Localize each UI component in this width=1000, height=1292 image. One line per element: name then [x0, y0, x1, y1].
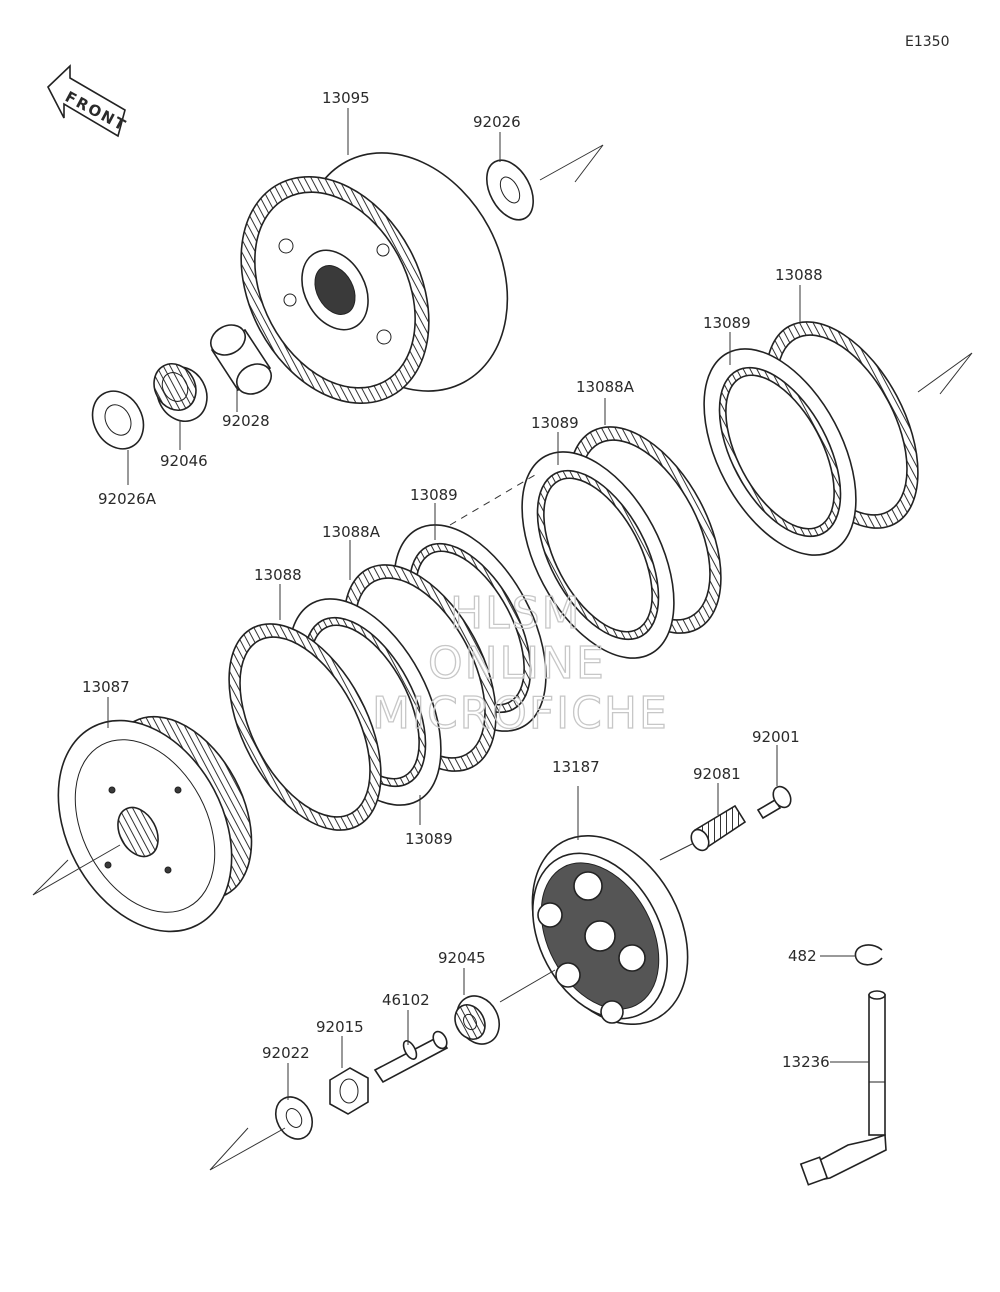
label-46102: 46102 — [382, 991, 430, 1009]
thrust-washer-92026 — [486, 159, 534, 221]
label-13087: 13087 — [82, 678, 130, 696]
label-92081: 92081 — [693, 765, 741, 783]
label-92028: 92028 — [222, 412, 270, 430]
watermark-line-2: ONLINE — [428, 638, 606, 689]
label-13088-top: 13088 — [775, 266, 823, 284]
label-13088A-mid: 13088A — [322, 523, 381, 541]
ball-bearing-92045 — [454, 995, 501, 1045]
label-482: 482 — [788, 947, 817, 965]
pressure-plate-13187 — [531, 834, 689, 1026]
steel-plate-13089-mid — [521, 451, 675, 659]
label-13187: 13187 — [552, 758, 600, 776]
label-13088-mid: 13088 — [254, 566, 302, 584]
washer-92026A — [91, 390, 145, 450]
label-92026: 92026 — [473, 113, 521, 131]
label-13236: 13236 — [782, 1053, 830, 1071]
label-13089-mid: 13089 — [531, 414, 579, 432]
release-shaft-13236 — [799, 990, 887, 1186]
label-92015: 92015 — [316, 1018, 364, 1036]
nut-92015 — [329, 1067, 369, 1115]
label-13089-top: 13089 — [703, 314, 751, 332]
needle-bearing-92046 — [153, 363, 208, 422]
label-13089-upper: 13089 — [410, 486, 458, 504]
watermark-line-1: HLSM — [450, 588, 582, 639]
spring-92081 — [690, 804, 747, 852]
label-92001: 92001 — [752, 728, 800, 746]
bolt-92001 — [756, 785, 792, 820]
diagram-code: E1350 — [905, 34, 949, 50]
label-92022: 92022 — [262, 1044, 310, 1062]
label-92045: 92045 — [438, 949, 486, 967]
circlip-482 — [854, 944, 883, 966]
label-92046: 92046 — [160, 452, 208, 470]
clutch-housing-13095 — [240, 152, 509, 405]
label-13088A-top: 13088A — [576, 378, 635, 396]
label-13089-lower: 13089 — [405, 830, 453, 848]
label-92026A: 92026A — [98, 490, 157, 508]
sleeve-92028 — [210, 324, 272, 395]
friction-plate-13088-mid — [228, 623, 382, 831]
washer-92022 — [274, 1096, 314, 1140]
label-13095: 13095 — [322, 89, 370, 107]
push-rod-46102 — [373, 1030, 449, 1084]
clutch-hub-13087 — [57, 715, 253, 933]
watermark-line-3: MICROFICHE — [372, 688, 669, 739]
steel-plate-13089-top — [703, 348, 857, 556]
front-arrow-icon: FRONT — [47, 64, 130, 138]
